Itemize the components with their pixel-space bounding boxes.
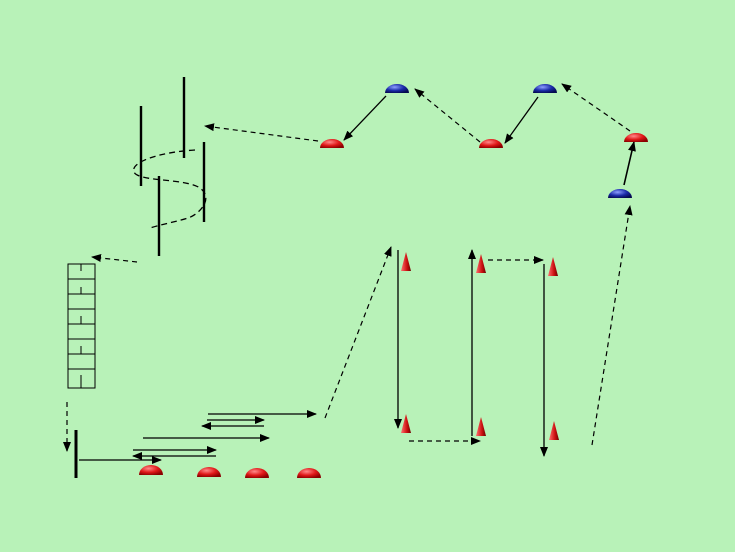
red-cone-icon	[401, 414, 411, 433]
red-dome-marker-icon	[139, 465, 163, 475]
arrow-dashed	[414, 88, 481, 143]
red-cone-icon	[476, 254, 486, 273]
arrow-solid	[343, 95, 387, 141]
arrow-dashed	[204, 123, 319, 142]
arrow-solid	[623, 141, 636, 186]
blue-domes	[385, 84, 632, 198]
red-dome-marker-icon	[245, 468, 269, 478]
arrow-dashed	[91, 254, 138, 263]
red-dome-marker-icon	[297, 468, 321, 478]
red-cone-icon	[476, 417, 486, 436]
red-cone-icon	[401, 252, 411, 271]
red-cone-icon	[548, 257, 558, 276]
hurdle-group	[139, 77, 206, 256]
red-domes	[139, 133, 648, 478]
ladder-icon	[67, 263, 96, 389]
red-dome-marker-icon	[624, 133, 648, 142]
red-cone-icon	[549, 421, 559, 440]
blue-dome-marker-icon	[533, 84, 557, 93]
arrow-dashed	[591, 205, 633, 446]
arrow-dashed	[561, 83, 631, 132]
arrow-dashed	[324, 246, 392, 419]
blue-dome-marker-icon	[608, 189, 632, 198]
blue-dome-marker-icon	[385, 84, 409, 93]
movement-arrows	[63, 83, 636, 464]
red-dome-marker-icon	[479, 139, 503, 148]
red-dome-marker-icon	[197, 467, 221, 477]
red-dome-marker-icon	[320, 139, 344, 148]
red-cones	[401, 252, 559, 440]
arrow-solid	[504, 96, 539, 144]
